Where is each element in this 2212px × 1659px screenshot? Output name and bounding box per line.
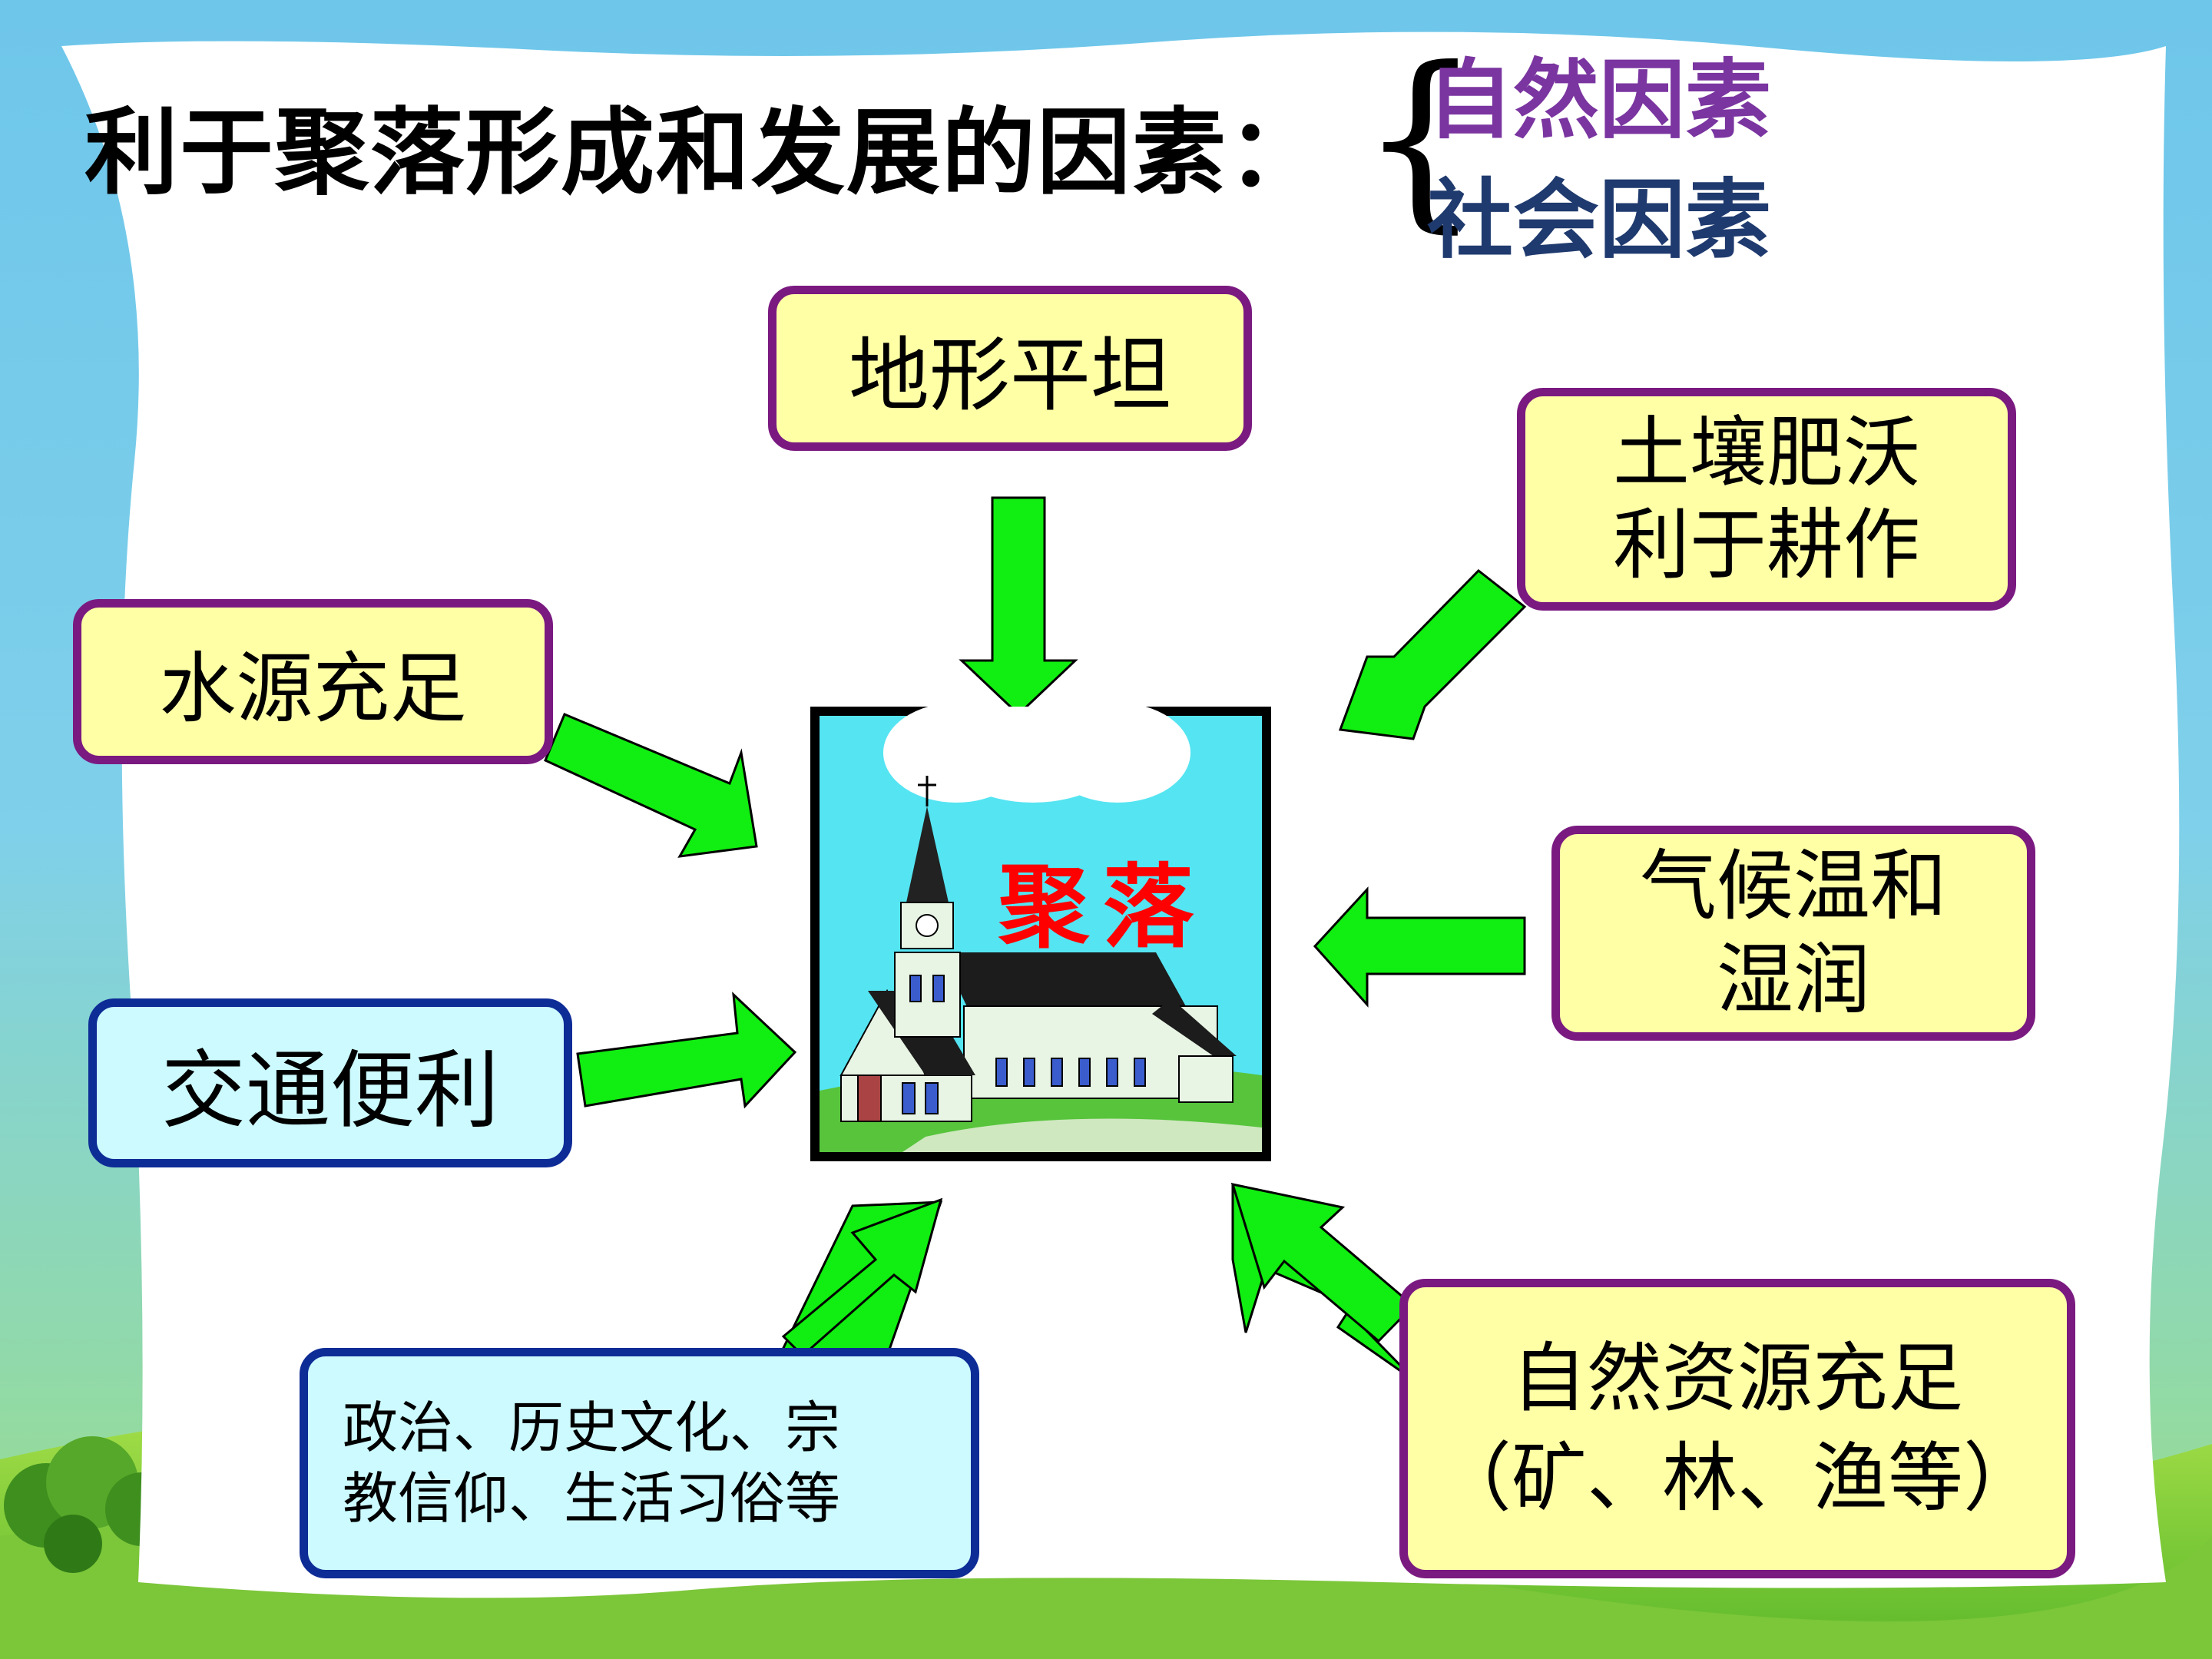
center-label: 聚落 [998,853,1208,960]
category-social: 社会因素 [1427,171,1771,270]
arrow-terrain [959,496,1078,717]
factor-soil-line-1: 土壤肥沃 [1613,408,1920,498]
factor-culture-line-1: 政治、历史文化、宗 [343,1396,841,1460]
arrow-traffic [576,992,797,1109]
factor-climate-line-1: 气候温和 [1640,841,1947,931]
factor-traffic-label: 交通便利 [161,1041,499,1140]
factor-traffic: 交通便利 [88,998,572,1167]
church-illustration [810,707,1271,1161]
page-title: 利于聚落形成和发展的因素： [84,98,1323,207]
factor-culture: 政治、历史文化、宗 教信仰、生活习俗等 [300,1348,979,1578]
factor-terrain-label: 地形平坦 [848,328,1171,422]
arrow-culture-shaft [781,1197,943,1358]
factor-water-label: 水源充足 [159,644,467,733]
factor-climate-line-2: 湿润 [1717,935,1870,1025]
factor-resources-line-1: 自然资源充足 [1511,1335,1963,1422]
arrow-resources-shaft [1230,1183,1416,1343]
factor-climate: 气候温和 湿润 [1551,826,2035,1041]
factor-resources-line-2: （矿、林、渔等） [1435,1435,2038,1522]
arrow-climate [1313,886,1526,1008]
arrow-soil [1338,568,1527,740]
factor-resources: 自然资源充足 （矿、林、渔等） [1399,1279,2075,1578]
category-natural: 自然因素 [1427,51,1771,151]
factor-soil: 土壤肥沃 利于耕作 [1517,388,2016,611]
brace-icon: { [1359,26,1482,250]
factor-soil-line-2: 利于耕作 [1613,500,1920,590]
factor-terrain: 地形平坦 [768,286,1252,451]
factor-culture-line-2: 教信仰、生活习俗等 [343,1466,841,1531]
arrow-water [544,713,758,858]
factor-water: 水源充足 [73,599,553,764]
